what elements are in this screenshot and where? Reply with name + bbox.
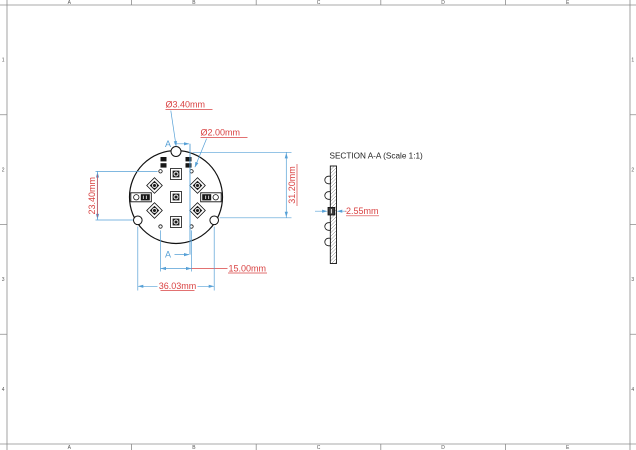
arrowhead (160, 266, 166, 271)
led-profile (324, 222, 331, 231)
connector-left (130, 192, 152, 203)
solder-pad (185, 157, 192, 162)
zone-label-row: 2 (2, 167, 5, 173)
arrowhead (336, 209, 343, 213)
dimension-lines (192, 151, 292, 219)
led-profile (324, 175, 331, 185)
dim-thickness: 2.55mm (315, 206, 379, 217)
connector-hole (133, 194, 140, 201)
zone-label-row: 1 (2, 58, 5, 64)
section-marker-bottom: A (165, 250, 171, 260)
dimension-label: 31.20mm (287, 166, 297, 204)
zone-label-col: B (192, 445, 196, 450)
dim-hole-diameter: Ø2.00mm (193, 128, 248, 169)
led-footprint (170, 168, 182, 180)
connector-block (140, 194, 150, 201)
zone-label-row: 4 (631, 387, 634, 393)
zone-label-col: A (68, 0, 72, 6)
mounting-hole-right (209, 215, 219, 226)
right-zone-ticks (630, 114, 636, 335)
zone-label-col: D (441, 0, 445, 6)
zone-label-col: E (566, 445, 570, 450)
testpoint-hole (158, 224, 163, 229)
dim-width-outer: 36.03mm (137, 226, 215, 291)
connector-block (202, 194, 212, 201)
dimension-lines (137, 226, 215, 291)
section-view: SECTION A-A (Scale 1:1) (324, 152, 424, 264)
arrowhead (184, 142, 190, 146)
arrowhead (137, 284, 144, 288)
solder-pad-pair (185, 157, 192, 168)
arrowhead (186, 266, 192, 271)
connector-right (200, 192, 222, 203)
solder-pad (160, 163, 167, 168)
zone-label-col: C (317, 445, 321, 450)
dimension-label: 36.03mm (159, 281, 197, 291)
arrowhead (322, 209, 328, 213)
dimension-label: 15.00mm (229, 263, 267, 273)
connector-pins (142, 195, 147, 199)
zone-label-col: B (192, 0, 196, 6)
dim-notch-diameter: Ø3.40mm (165, 100, 213, 147)
arrowhead (284, 152, 288, 159)
solder-pad (160, 157, 167, 162)
left-zone-ticks (0, 114, 7, 335)
led-profile (324, 237, 331, 247)
leader-line (170, 110, 177, 147)
dimensions: Ø3.40mm Ø2.00mm 23.40mm 31.20mm (87, 100, 379, 291)
connector-hole (212, 194, 219, 201)
connector-pins (205, 195, 210, 199)
top-zone-ticks (131, 0, 506, 5)
zone-label-col: E (566, 0, 570, 6)
bottom-zone-ticks (131, 444, 506, 450)
led-footprint (170, 191, 182, 203)
dim-height-right: 31.20mm (192, 151, 298, 219)
zone-label-col: C (317, 0, 321, 6)
solder-pad-pair (160, 157, 167, 168)
dimension-label: Ø3.40mm (166, 100, 206, 110)
led-profile (324, 191, 331, 200)
zone-label-col: D (441, 445, 445, 450)
zone-label-col: A (68, 445, 72, 450)
dimension-label: Ø2.00mm (201, 128, 241, 138)
dim-width-inner: 15.00mm (160, 230, 267, 273)
dimension-label: 2.55mm (346, 206, 379, 216)
arrowhead (184, 253, 190, 257)
zone-label-row: 3 (631, 277, 634, 283)
arrowhead (284, 211, 288, 218)
led-footprint (170, 216, 182, 228)
zone-label-row: 3 (2, 277, 5, 283)
arrowhead (208, 284, 215, 288)
dim-height-left: 23.40mm (87, 171, 158, 221)
section-cut-line: A A (165, 139, 191, 260)
mounting-hole-left (133, 215, 143, 226)
zone-label-row: 1 (631, 58, 634, 64)
board-plan-view (128, 146, 224, 245)
leader-line (194, 138, 207, 168)
testpoint-hole (158, 169, 163, 174)
board-notch (170, 146, 182, 157)
section-marker-top: A (165, 139, 171, 149)
zone-label-row: 2 (631, 167, 634, 173)
section-title: SECTION A-A (Scale 1:1) (330, 152, 424, 161)
dimension-label: 23.40mm (87, 177, 97, 215)
solder-pad (185, 163, 192, 168)
zone-label-row: 4 (2, 387, 5, 393)
